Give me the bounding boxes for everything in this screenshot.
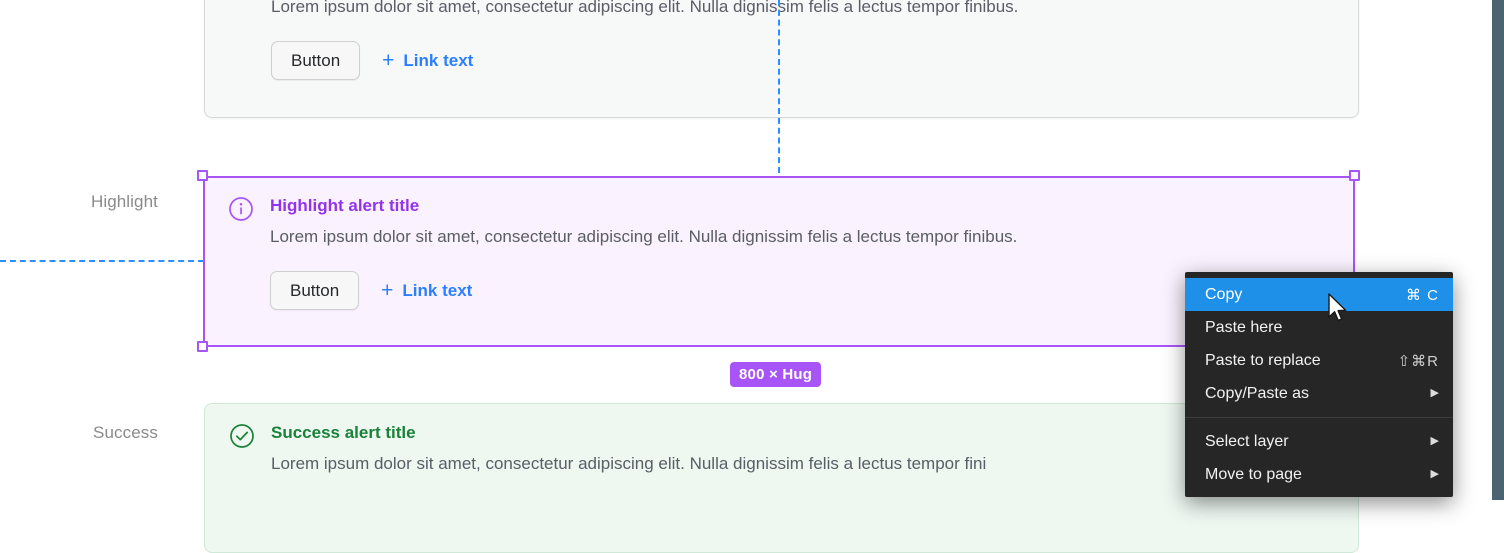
- menu-item-select-layer[interactable]: Select layer ▶: [1185, 425, 1453, 458]
- alert-description: Lorem ipsum dolor sit amet, consectetur …: [271, 0, 1019, 16]
- menu-item-paste-to-replace[interactable]: Paste to replace ⇧⌘R: [1185, 344, 1453, 377]
- menu-item-label: Paste to replace: [1205, 351, 1321, 369]
- menu-item-label: Move to page: [1205, 465, 1302, 483]
- menu-item-paste-here[interactable]: Paste here: [1185, 311, 1453, 344]
- alert-description: Lorem ipsum dolor sit amet, consectetur …: [270, 227, 1018, 246]
- resize-handle-bottom-left[interactable]: [197, 341, 208, 352]
- alert-actions: Button + Link text: [271, 41, 1334, 80]
- chevron-right-icon: ▶: [1430, 435, 1439, 447]
- menu-item-shortcut: ⌘ C: [1406, 286, 1439, 304]
- info-circle-icon: [228, 196, 254, 222]
- plus-icon: +: [381, 279, 394, 302]
- size-badge: 800 × Hug: [730, 362, 822, 387]
- link-label: Link text: [402, 280, 473, 300]
- alert-card-neutral[interactable]: Lorem ipsum dolor sit amet, consectetur …: [204, 0, 1359, 118]
- check-circle-icon: [229, 423, 255, 449]
- row-label-highlight: Highlight: [90, 192, 158, 211]
- window-edge-strip: [1492, 0, 1504, 500]
- menu-item-label: Copy: [1205, 285, 1243, 303]
- link-with-plus[interactable]: + Link text: [382, 49, 474, 72]
- alert-title: Highlight alert title: [270, 196, 420, 215]
- link-label: Link text: [403, 50, 474, 70]
- smart-guide-vertical: [778, 0, 780, 173]
- alert-actions: Button + Link text: [270, 271, 1332, 310]
- row-label-success: Success: [93, 423, 158, 442]
- alert-card-highlight[interactable]: Highlight alert title Lorem ipsum dolor …: [204, 177, 1356, 347]
- context-menu[interactable]: Copy ⌘ C Paste here Paste to replace ⇧⌘R…: [1185, 272, 1453, 497]
- button[interactable]: Button: [270, 271, 360, 310]
- plus-icon: +: [382, 49, 395, 72]
- chevron-right-icon: ▶: [1430, 387, 1439, 399]
- resize-handle-top-right[interactable]: [1349, 170, 1360, 181]
- resize-handle-top-left[interactable]: [197, 170, 208, 181]
- menu-item-copy[interactable]: Copy ⌘ C: [1185, 278, 1453, 311]
- menu-item-label: Select layer: [1205, 432, 1289, 450]
- info-circle-icon: [229, 0, 255, 22]
- link-with-plus[interactable]: + Link text: [381, 279, 473, 302]
- alert-description: Lorem ipsum dolor sit amet, consectetur …: [271, 454, 987, 473]
- menu-item-label: Paste here: [1205, 318, 1283, 336]
- menu-separator: [1185, 417, 1453, 418]
- alert-title: Success alert title: [271, 423, 416, 442]
- menu-item-move-to-page[interactable]: Move to page ▶: [1185, 458, 1453, 491]
- chevron-right-icon: ▶: [1430, 468, 1439, 480]
- menu-item-label: Copy/Paste as: [1205, 384, 1310, 402]
- menu-item-shortcut: ⇧⌘R: [1397, 352, 1439, 370]
- smart-guide-horizontal: [0, 260, 204, 262]
- button[interactable]: Button: [271, 41, 361, 80]
- menu-item-copy-paste-as[interactable]: Copy/Paste as ▶: [1185, 377, 1453, 410]
